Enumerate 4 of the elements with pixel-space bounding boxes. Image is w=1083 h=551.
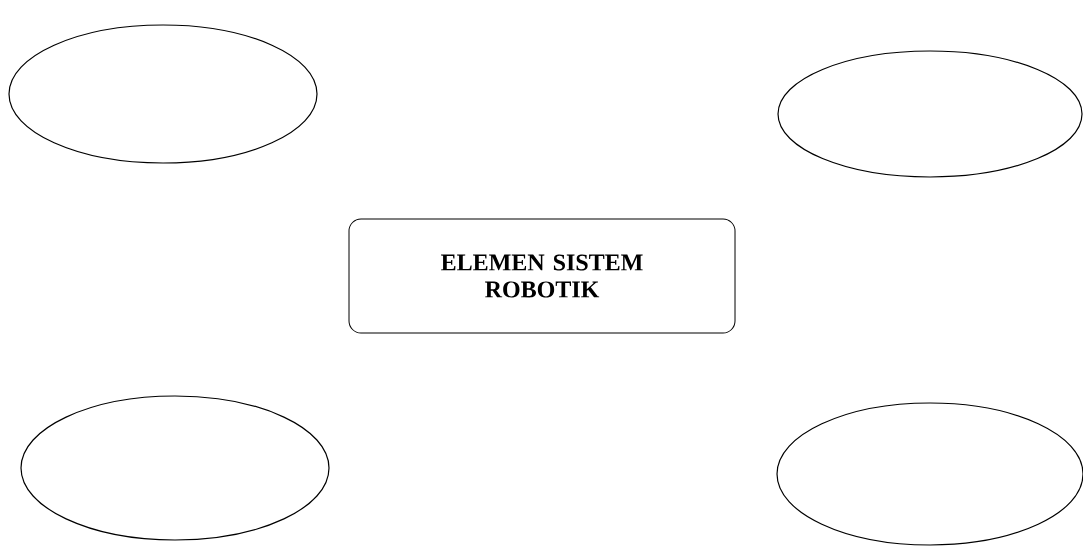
empty-ellipse <box>777 50 1083 178</box>
empty-ellipse <box>20 395 330 541</box>
empty-ellipse <box>8 24 318 164</box>
title-box: ELEMEN SISTEM ROBOTIK <box>348 218 736 334</box>
